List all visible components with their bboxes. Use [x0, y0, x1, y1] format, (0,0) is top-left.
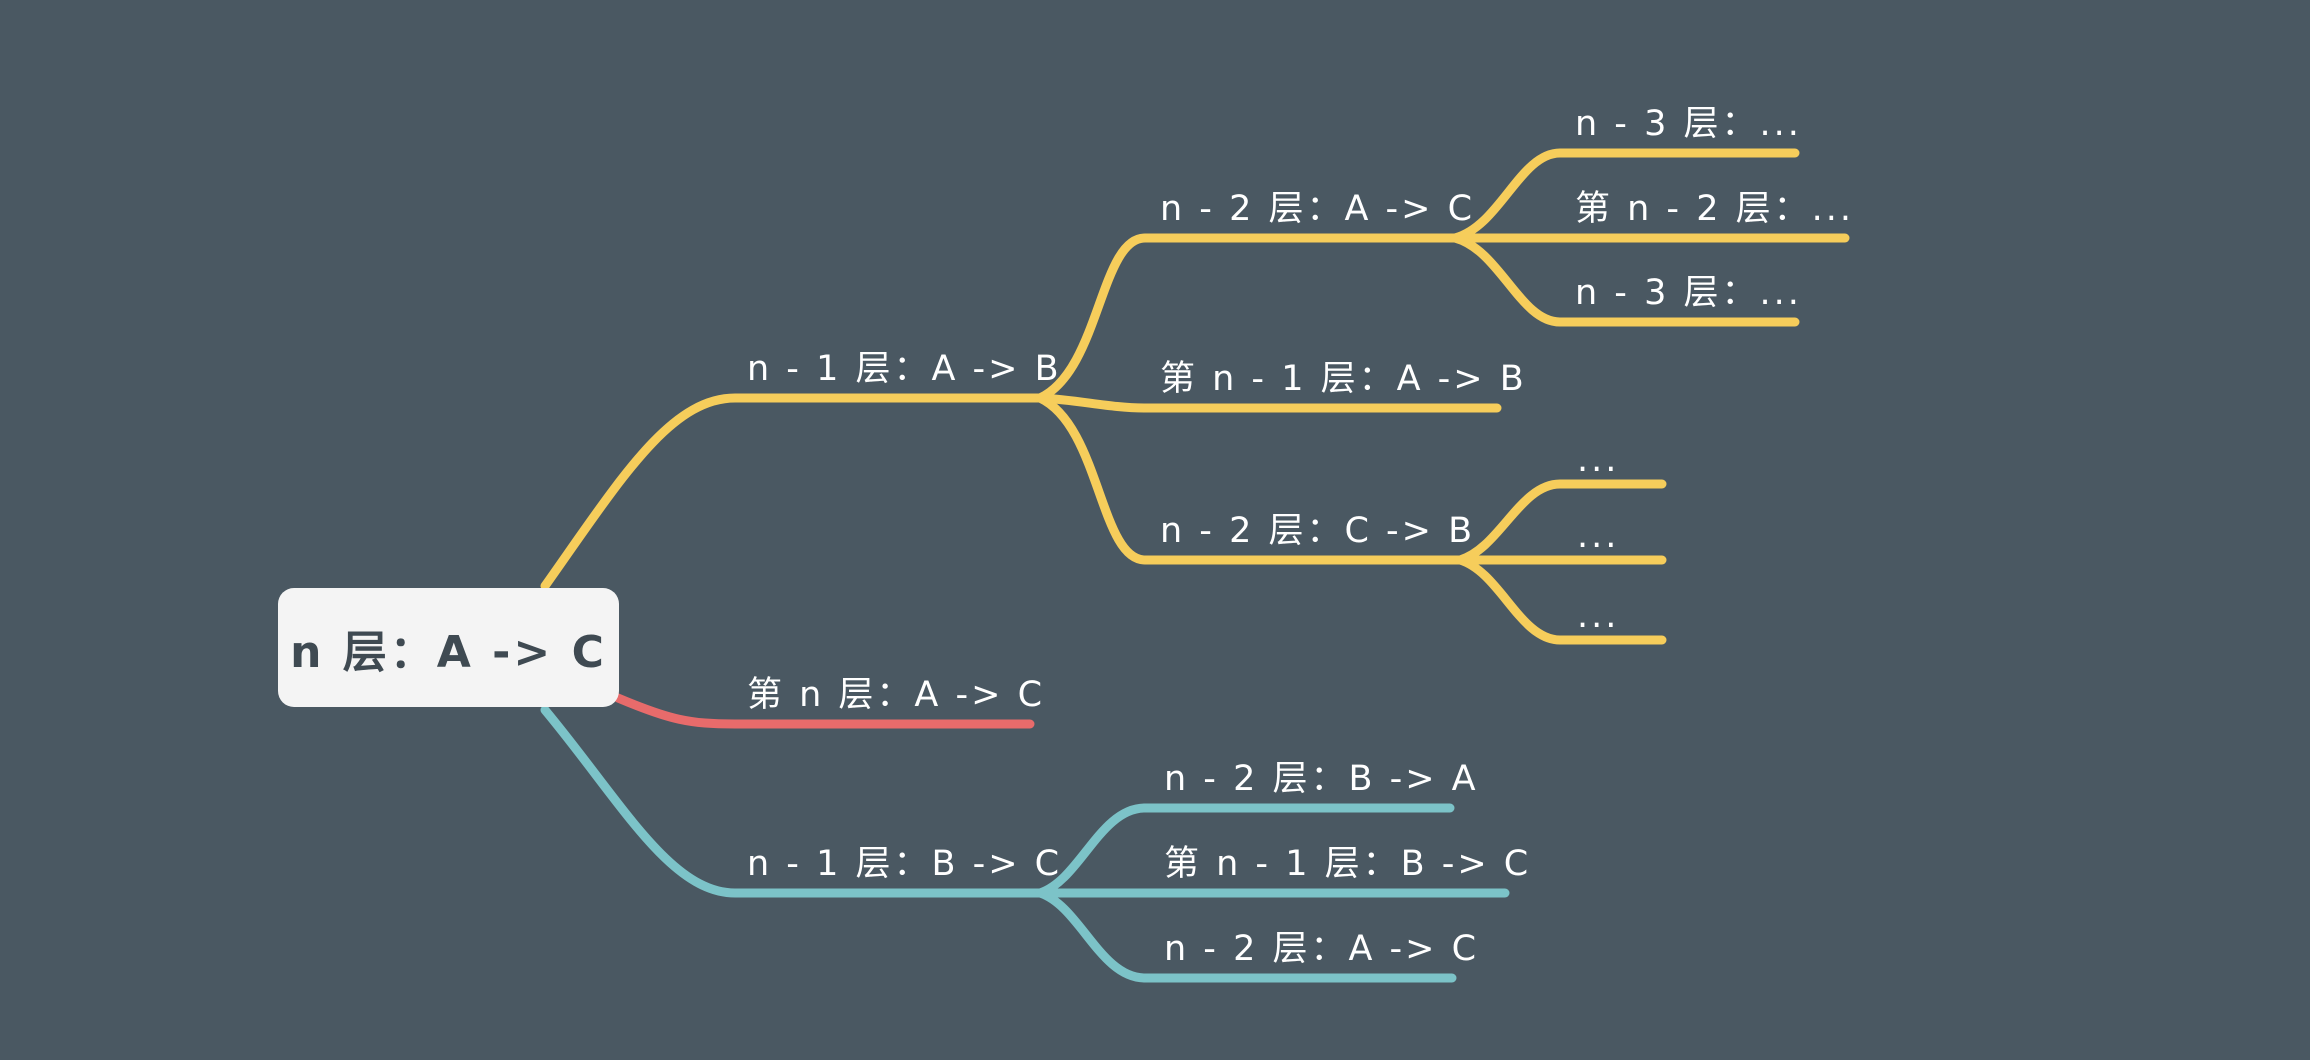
upper-branch-label[interactable]: n - 1 层：A -> B: [747, 349, 1062, 389]
connector-root-to-lower: [540, 705, 1045, 898]
upper-second-child-3-label[interactable]: ...: [1577, 596, 1620, 636]
root-node-label: n 层：A -> C: [290, 626, 607, 678]
upper-middle-label[interactable]: 第 n - 1 层：A -> B: [1160, 359, 1527, 399]
lower-child-3-label[interactable]: n - 2 层：A -> C: [1164, 929, 1480, 969]
connector-upper-to-first: [1035, 233, 1460, 403]
upper-first-child-3-label[interactable]: n - 3 层：...: [1575, 273, 1802, 313]
root-node[interactable]: n 层：A -> C: [278, 588, 619, 707]
connector-root-to-upper: [540, 393, 1045, 591]
connector-second-to-child-3: [1455, 555, 1667, 645]
lower-child-1-label[interactable]: n - 2 层：B -> A: [1164, 759, 1479, 799]
upper-second-child-2-label[interactable]: ...: [1577, 516, 1620, 556]
connector-lower-to-child-3: [1035, 888, 1457, 983]
lower-child-2-label[interactable]: 第 n - 1 层：B -> C: [1164, 844, 1532, 884]
connector-upper-to-second: [1035, 393, 1465, 565]
connector-upper-to-middle: [1035, 393, 1502, 413]
connector-root-to-middle: [613, 693, 1035, 729]
connector-lower-to-child-1: [1035, 803, 1455, 898]
connector-second-to-child-1: [1455, 479, 1667, 565]
connector-first-to-child-3: [1450, 233, 1800, 327]
upper-first-label[interactable]: n - 2 层：A -> C: [1160, 189, 1476, 229]
upper-second-child-1-label[interactable]: ...: [1577, 440, 1620, 480]
upper-first-child-2-label[interactable]: 第 n - 2 层：...: [1575, 189, 1854, 229]
lower-branch-label[interactable]: n - 1 层：B -> C: [747, 844, 1063, 884]
upper-first-child-1-label[interactable]: n - 3 层：...: [1575, 104, 1802, 144]
upper-second-label[interactable]: n - 2 层：C -> B: [1160, 511, 1476, 551]
connector-first-to-child-1: [1450, 148, 1800, 243]
middle-branch-label[interactable]: 第 n 层：A -> C: [747, 675, 1046, 715]
